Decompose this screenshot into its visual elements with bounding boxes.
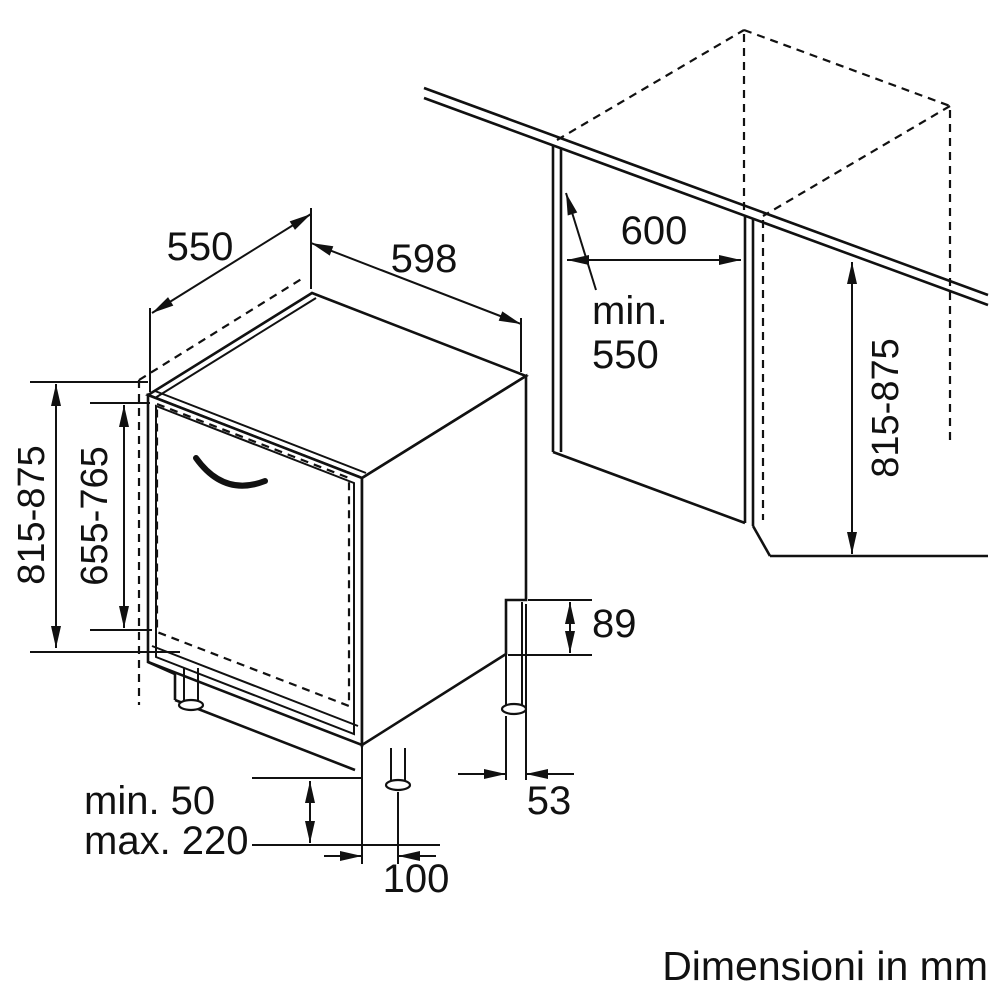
kitchen-niche xyxy=(423,28,989,558)
label-niche-height: 815-875 xyxy=(865,338,907,477)
caption-units: Dimensioni in mm xyxy=(662,943,988,989)
label-top-depth: 550 xyxy=(167,225,234,269)
rear-foot xyxy=(500,602,528,716)
dim-top-width xyxy=(310,242,522,325)
door-edge xyxy=(155,404,355,736)
label-unit-height: 815-875 xyxy=(11,445,53,584)
label-rear-foot-distance: 53 xyxy=(527,779,572,823)
dim-top-depth xyxy=(151,213,312,314)
furniture-door-dashed xyxy=(155,402,351,708)
label-niche-depth-value: 550 xyxy=(592,333,659,377)
cabinet-dashed-outline xyxy=(556,28,952,520)
dimension-lines xyxy=(51,192,857,861)
label-niche-depth-min: min. xyxy=(592,289,668,333)
label-plinth-min: min. 50 xyxy=(84,779,215,823)
label-niche-width: 600 xyxy=(621,209,688,253)
door-handle xyxy=(193,455,268,489)
worktop xyxy=(423,86,989,307)
extension-lines xyxy=(30,208,592,864)
label-front-foot-distance: 100 xyxy=(383,857,450,901)
dishwasher-unit xyxy=(145,291,529,792)
label-recess-height: 89 xyxy=(592,602,637,646)
dimension-labels: 550 598 815-875 655-765 600 min. 550 815… xyxy=(11,209,907,901)
niche-walls xyxy=(551,145,988,558)
dim-niche-depth-leader xyxy=(565,192,597,291)
unit-base xyxy=(147,660,362,779)
label-door-height: 655-765 xyxy=(74,446,116,585)
front-right-foot xyxy=(384,748,412,792)
front-left-foot xyxy=(177,668,205,712)
label-plinth-max: max. 220 xyxy=(84,819,249,863)
label-top-width: 598 xyxy=(391,237,458,281)
